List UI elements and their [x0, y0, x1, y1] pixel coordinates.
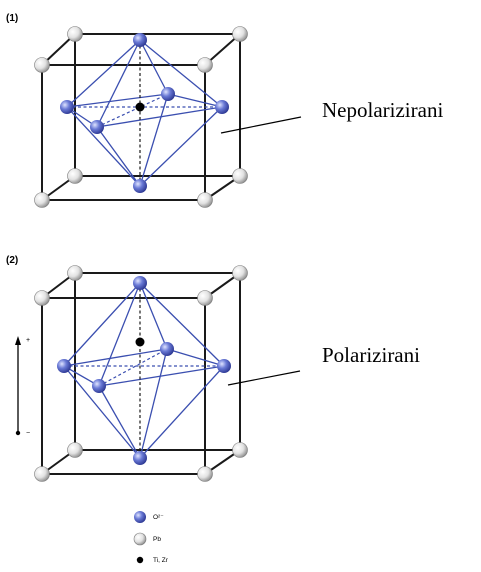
legend-oxygen-swatch [134, 511, 146, 523]
pb-atom [67, 26, 83, 42]
ti-zr-atom [135, 337, 145, 347]
polarization-arrow-tail [15, 430, 21, 436]
oct-edge [96, 126, 141, 187]
panel-1-label: (1) [6, 13, 18, 24]
cube-front-face [41, 64, 206, 201]
o-atom [215, 100, 229, 114]
panel-2-octahedron [63, 282, 225, 459]
panel-2-pb-atoms [34, 265, 248, 482]
polarization-arrow: + − [15, 336, 30, 437]
legend-ti-zr-swatch [136, 556, 144, 564]
pb-atom [34, 290, 50, 306]
panel-2-caption: Polarizirani [322, 343, 420, 367]
pb-atom [232, 26, 248, 42]
oct-edge [96, 106, 223, 128]
panel-1-caption: Nepolarizirani [322, 98, 443, 122]
o-atom [160, 342, 174, 356]
pb-atom [232, 265, 248, 281]
oct-edge [139, 282, 168, 350]
pb-atom [197, 466, 213, 482]
polarization-minus-label: − [26, 430, 30, 437]
panel-2: (2) [6, 255, 420, 482]
pb-atom [34, 192, 50, 208]
callout-leader-line [227, 370, 301, 386]
pb-atom [197, 192, 213, 208]
oct-dashed-axis [98, 348, 168, 387]
oct-edge [63, 348, 168, 367]
pb-atom [67, 168, 83, 184]
o-atom [92, 379, 106, 393]
o-atom [161, 87, 175, 101]
oct-edge [167, 93, 223, 108]
legend-item-oxygen: O²⁻ [134, 511, 164, 523]
pb-atom [34, 466, 50, 482]
callout-leader-line [220, 116, 302, 134]
legend-oxygen-label: O²⁻ [153, 514, 164, 521]
o-atom [60, 100, 74, 114]
oct-edge [66, 93, 169, 108]
oct-edge [139, 39, 169, 95]
polarization-arrowhead [15, 336, 21, 345]
o-atom [217, 359, 231, 373]
o-atom [133, 33, 147, 47]
pb-atom [197, 290, 213, 306]
oct-edge [98, 385, 141, 459]
oct-edge [139, 365, 225, 459]
oct-edge [139, 282, 225, 367]
pb-atom [232, 168, 248, 184]
oct-edge [63, 365, 141, 459]
oct-edge [63, 282, 141, 367]
oct-edge [139, 93, 169, 187]
polarization-plus-label: + [26, 337, 30, 344]
pb-atom [67, 265, 83, 281]
o-atom [57, 359, 71, 373]
ti-zr-atom [135, 102, 145, 112]
oct-edge [139, 39, 223, 108]
oct-edge [166, 348, 225, 367]
oct-edge [98, 365, 225, 387]
oct-edge [98, 282, 141, 387]
legend-ti-zr-label: Ti, Zr [153, 557, 169, 564]
pb-atom [67, 442, 83, 458]
legend: O²⁻ Pb Ti, Zr [133, 511, 169, 564]
pb-atom [197, 57, 213, 73]
oct-edge [139, 348, 168, 459]
legend-lead-swatch [133, 532, 147, 546]
legend-lead-label: Pb [153, 536, 161, 543]
o-atom [133, 451, 147, 465]
pb-atom [232, 442, 248, 458]
oct-dashed-axis [96, 93, 169, 128]
panel-1-pb-atoms [34, 26, 248, 208]
o-atom [133, 276, 147, 290]
o-atom [90, 120, 104, 134]
panel-2-label: (2) [6, 255, 18, 266]
panel-2-o-atoms [57, 276, 231, 465]
oct-edge [139, 106, 223, 187]
legend-item-ti-zr: Ti, Zr [136, 556, 169, 564]
pb-atom [34, 57, 50, 73]
panel-1-o-atoms [60, 33, 229, 193]
oct-edge [66, 39, 141, 108]
panel-1: (1) [6, 13, 443, 208]
oct-edge [66, 106, 141, 187]
o-atom [133, 179, 147, 193]
legend-item-lead: Pb [133, 532, 161, 546]
oct-edge [96, 39, 141, 128]
